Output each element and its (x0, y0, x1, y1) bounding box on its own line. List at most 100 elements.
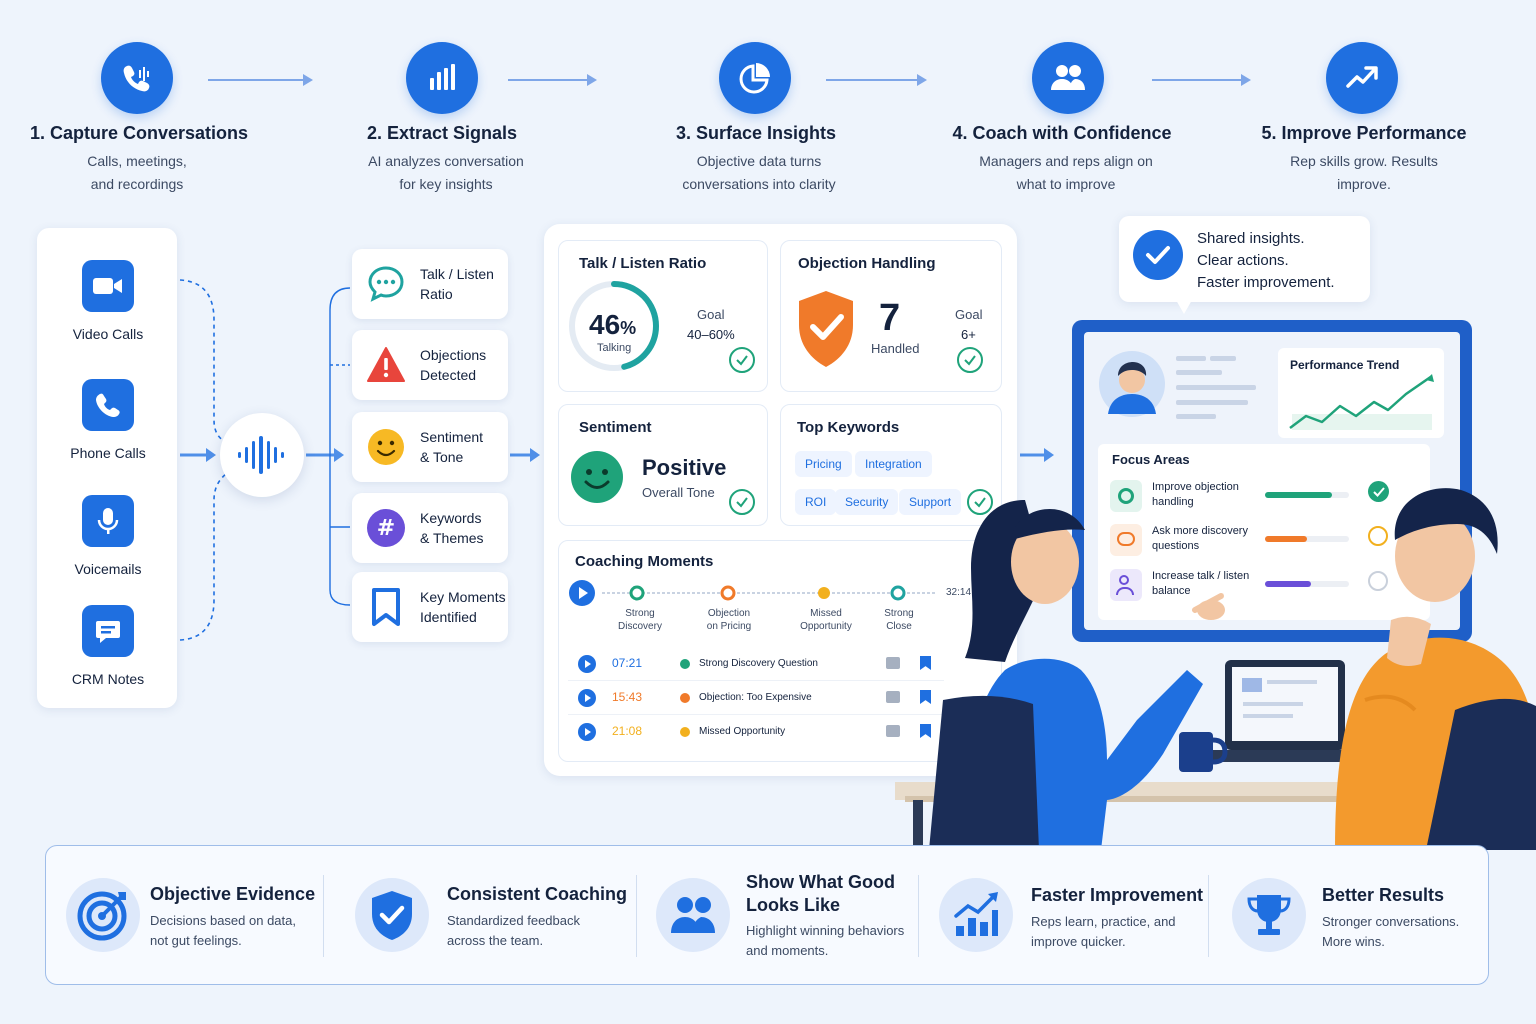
warning-icon (366, 345, 406, 385)
benefit-title: Faster Improvement (1031, 885, 1204, 905)
happy-face-icon (571, 451, 623, 503)
comment-icon[interactable] (886, 657, 900, 669)
play-button[interactable] (569, 580, 595, 606)
objection-value: 7 (879, 297, 901, 339)
check-circle-icon (1133, 230, 1183, 280)
comment-icon[interactable] (886, 691, 900, 703)
trend-up-icon (1326, 42, 1398, 114)
sources-panel: Video Calls Phone Calls Voicemails CRM N… (37, 228, 177, 708)
play-icon[interactable] (578, 689, 596, 707)
target-icon (66, 878, 140, 952)
growth-chart-icon (939, 878, 1013, 952)
bar-chart-icon (406, 42, 478, 114)
avatar (1099, 351, 1165, 417)
trophy-icon (1232, 878, 1306, 952)
target-icon (1110, 480, 1142, 512)
source-phone-calls[interactable]: Phone Calls (49, 379, 167, 461)
svg-text:#: # (377, 516, 395, 541)
users-icon (656, 878, 730, 952)
benefit-title: Consistent Coaching (447, 884, 628, 904)
microphone-icon (82, 495, 134, 547)
talk-ratio-sub: Talking (597, 342, 632, 354)
bookmark-icon[interactable] (920, 690, 931, 704)
keyword-chip[interactable]: Pricing (795, 451, 852, 477)
chat-bubble-icon (366, 264, 406, 304)
step-title: 1. Capture Conversations (29, 123, 249, 143)
timeline-marker (629, 585, 645, 601)
step-title: 4. Coach with Confidence (952, 123, 1172, 143)
shield-check-icon (355, 878, 429, 952)
pending-circle-icon (1368, 526, 1388, 546)
keyword-chip[interactable]: Integration (855, 451, 932, 477)
signal-sentiment[interactable]: Sentiment& Tone (352, 412, 508, 482)
sentiment-panel: Sentiment Positive Overall Tone (558, 404, 768, 526)
status-dot (680, 727, 690, 737)
step-title: 3. Surface Insights (675, 123, 837, 143)
soundwave-icon (220, 413, 304, 497)
goal-label: Goal (697, 307, 725, 322)
check-icon (957, 347, 983, 373)
pie-chart-icon (719, 42, 791, 114)
source-crm-notes[interactable]: CRM Notes (49, 605, 167, 687)
source-video-calls[interactable]: Video Calls (49, 260, 167, 342)
timeline (602, 585, 936, 601)
sentiment-value: Positive (642, 455, 727, 480)
timeline-duration: 32:14 (946, 587, 972, 598)
talk-listen-panel: Talk / Listen Ratio 46% Talking Goal 40–… (558, 240, 768, 392)
source-voicemails[interactable]: Voicemails (49, 495, 167, 577)
users-icon (1032, 42, 1104, 114)
focus-progress (1265, 536, 1307, 542)
chat-note-icon (82, 605, 134, 657)
moment-row[interactable]: 15:43 Objection: Too Expensive (568, 681, 944, 715)
signal-keywords[interactable]: # Keywords& Themes (352, 493, 508, 563)
bookmark-icon[interactable] (920, 724, 931, 738)
objection-panel: Objection Handling 7 Handled Goal 6+ (780, 240, 1002, 392)
moment-row[interactable]: 21:08 Missed Opportunity (568, 715, 944, 749)
talk-ratio-gauge (569, 281, 659, 371)
step-title: 5. Improve Performance (1261, 123, 1467, 143)
smiley-icon (366, 427, 406, 467)
keyword-chip[interactable]: ROI (795, 489, 837, 515)
empty-circle-icon (1368, 571, 1388, 591)
keyword-chip[interactable]: Support (899, 489, 962, 515)
keywords-panel: Top Keywords Pricing Integration ROI Sec… (780, 404, 1002, 526)
comment-icon[interactable] (886, 725, 900, 737)
goal-value: 40–60% (687, 327, 735, 342)
play-icon[interactable] (578, 655, 596, 673)
check-icon (729, 347, 755, 373)
benefit-desc: Decisions based on data,not gut feelings… (150, 913, 296, 948)
keyword-chip[interactable]: Security (835, 489, 899, 515)
play-icon[interactable] (578, 723, 596, 741)
benefit-desc: Stronger conversations.More wins. (1322, 914, 1460, 949)
timeline-marker (720, 585, 736, 601)
timeline-marker (818, 587, 830, 599)
goal-value: 6+ (961, 327, 976, 342)
timeline-marker (890, 585, 906, 601)
moment-row[interactable]: 07:21 Strong Discovery Question (568, 647, 944, 681)
step-desc: Calls, meetings,and recordings (87, 153, 187, 192)
bookmark-icon[interactable] (920, 656, 931, 670)
benefit-title: Better Results (1322, 885, 1445, 905)
talk-ratio-value: 46% (589, 309, 637, 340)
hashtag-icon: # (366, 508, 406, 548)
phone-wave-icon (101, 42, 173, 114)
goal-label: Goal (955, 307, 983, 322)
video-camera-icon (82, 260, 134, 312)
coaching-scene-illustration (895, 488, 1536, 850)
